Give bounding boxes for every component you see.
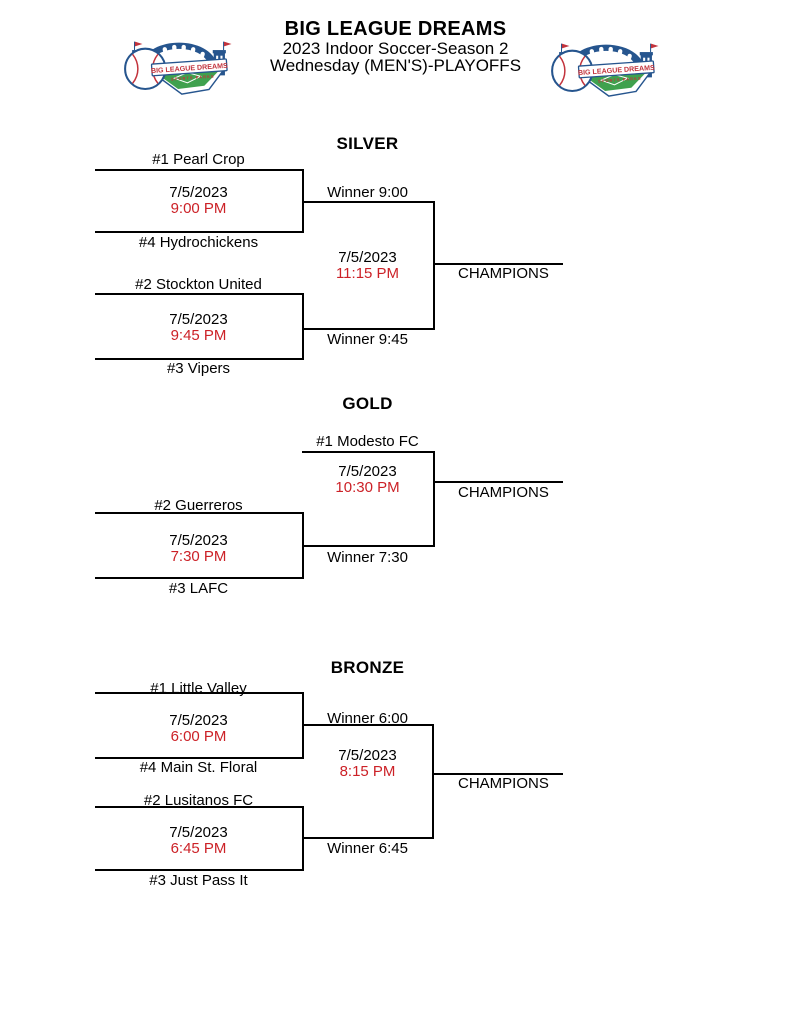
final-connector xyxy=(432,724,434,839)
match-line-bottom xyxy=(95,231,302,233)
winner-line xyxy=(302,837,432,839)
big-league-dreams-logo-icon: BIG LEAGUE DREAMS SPORTS PARKS xyxy=(118,21,240,96)
champions-label: CHAMPIONS xyxy=(458,484,549,501)
match-line-bottom xyxy=(95,358,302,360)
match-time: 6:00 PM xyxy=(170,728,227,745)
match-connector xyxy=(302,293,304,360)
match-line-top xyxy=(95,512,302,514)
team-label: #2 Stockton United xyxy=(135,276,262,293)
winner-label: Winner 7:30 xyxy=(327,549,408,566)
logo-banner: BIG LEAGUE DREAMS SPORTS PARKS xyxy=(151,58,228,82)
match-date: 7/5/2023 xyxy=(169,532,228,549)
match-time: 9:00 PM xyxy=(170,200,227,217)
match-line-bottom xyxy=(95,577,302,579)
final-time: 10:30 PM xyxy=(335,479,400,496)
match-line-bottom xyxy=(95,757,302,759)
logo-banner: BIG LEAGUE DREAMS SPORTS PARKS xyxy=(578,60,655,84)
champions-label: CHAMPIONS xyxy=(458,775,549,792)
team-label: #1 Pearl Crop xyxy=(152,151,245,168)
big-league-dreams-logo-icon: BIG LEAGUE DREAMS SPORTS PARKS xyxy=(545,23,667,98)
logo-sub-text: SPORTS PARKS xyxy=(171,74,215,82)
team-label: #3 Vipers xyxy=(166,360,231,377)
winner-label: Winner 9:45 xyxy=(327,331,408,348)
match-date: 7/5/2023 xyxy=(169,824,228,841)
team-label: #1 Modesto FC xyxy=(316,433,419,450)
winner-label: Winner 6:45 xyxy=(327,840,408,857)
page-title: BIG LEAGUE DREAMS xyxy=(284,18,507,40)
winner-line xyxy=(302,545,433,547)
bye-line xyxy=(302,451,433,453)
bracket-title: SILVER xyxy=(336,134,399,153)
final-connector xyxy=(433,201,435,330)
team-label: #4 Hydrochickens xyxy=(138,234,259,251)
winner-line xyxy=(302,201,433,203)
champions-line xyxy=(433,481,563,483)
final-date: 7/5/2023 xyxy=(338,249,397,266)
champions-label: CHAMPIONS xyxy=(458,265,549,282)
match-date: 7/5/2023 xyxy=(169,311,228,328)
champions-line xyxy=(433,263,563,265)
bracket-title: BRONZE xyxy=(330,658,405,677)
page-subtitle-season: 2023 Indoor Soccer-Season 2 xyxy=(282,39,509,58)
team-label: #2 Lusitanos FC xyxy=(143,792,254,809)
winner-line xyxy=(302,328,433,330)
team-label: #3 Just Pass It xyxy=(149,872,248,889)
match-time: 7:30 PM xyxy=(170,548,227,565)
team-label: #4 Main St. Floral xyxy=(139,759,258,776)
final-connector xyxy=(433,451,435,547)
winner-label: Winner 9:00 xyxy=(327,184,408,201)
final-date: 7/5/2023 xyxy=(338,463,397,480)
match-line-top xyxy=(95,806,302,808)
match-date: 7/5/2023 xyxy=(169,712,228,729)
bracket-title: GOLD xyxy=(342,394,393,413)
match-line-bottom xyxy=(95,869,302,871)
final-time: 8:15 PM xyxy=(339,763,396,780)
final-time: 11:15 PM xyxy=(335,265,400,282)
match-line-top xyxy=(95,169,302,171)
match-time: 9:45 PM xyxy=(170,327,227,344)
match-time: 6:45 PM xyxy=(170,840,227,857)
team-label: #1 Little Valley xyxy=(150,680,247,697)
logo-sub-text: SPORTS PARKS xyxy=(598,76,642,84)
team-label: #2 Guerreros xyxy=(154,497,243,514)
champions-line xyxy=(432,773,563,775)
page-subtitle-division: Wednesday (MEN'S)-PLAYOFFS xyxy=(269,56,522,75)
winner-line xyxy=(302,724,432,726)
match-line-top xyxy=(95,293,302,295)
match-line-top xyxy=(95,692,302,694)
match-date: 7/5/2023 xyxy=(169,184,228,201)
team-label: #3 LAFC xyxy=(168,580,229,597)
winner-label: Winner 6:00 xyxy=(327,710,408,727)
final-date: 7/5/2023 xyxy=(338,747,397,764)
